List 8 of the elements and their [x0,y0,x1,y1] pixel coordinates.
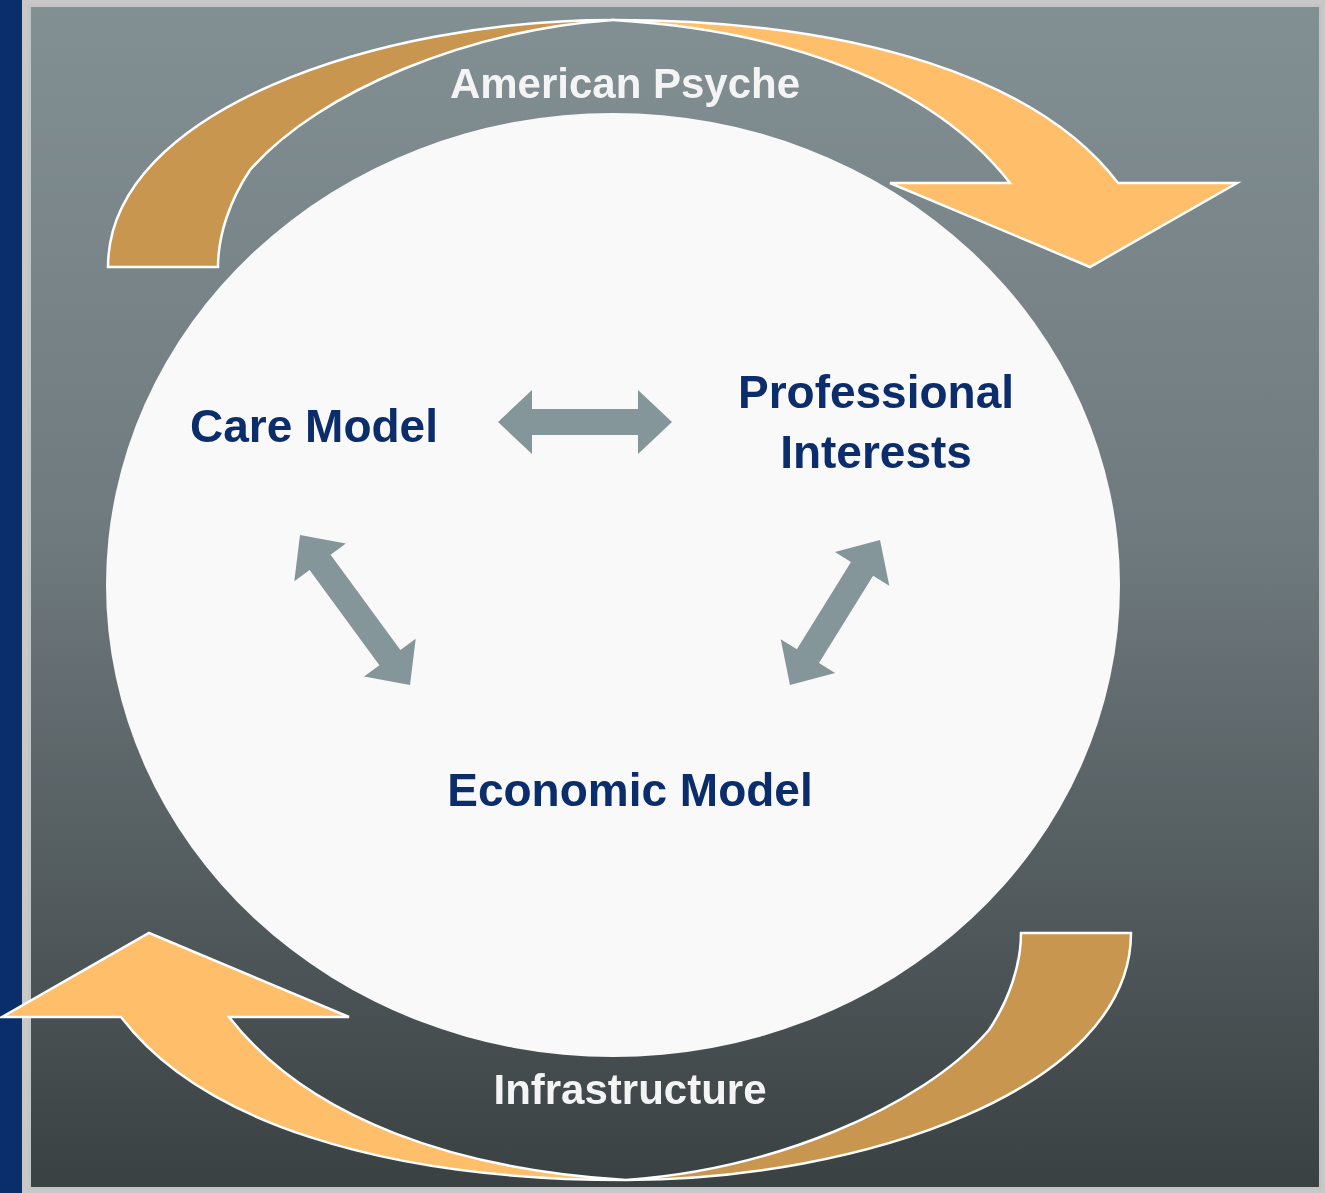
double-arrow [498,390,672,454]
double-arrow [294,535,416,685]
double-arrow [780,540,890,685]
node-label: Care Model [189,399,439,454]
cycle-label: American Psyche [449,60,801,108]
node-label: Professional Interests [736,365,1016,480]
cycle-label: Infrastructure [493,1066,767,1114]
node-label: Economic Model [446,763,814,818]
